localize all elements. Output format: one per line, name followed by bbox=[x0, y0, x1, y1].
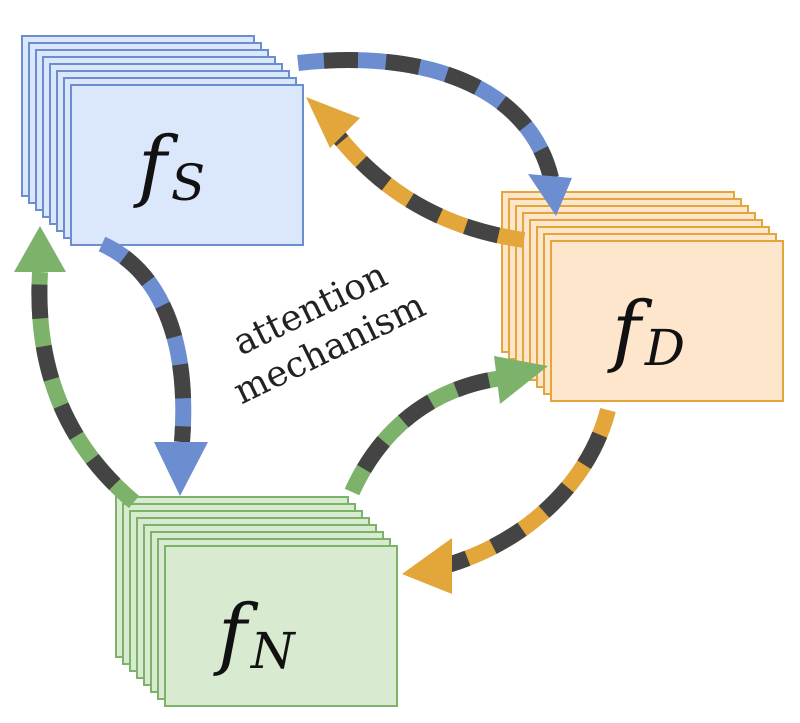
node-s-subscript: S bbox=[171, 154, 205, 212]
arrow-n-to-s-dashes bbox=[31, 271, 140, 509]
node-s-layer bbox=[70, 84, 304, 246]
arrow-d-to-n-head bbox=[402, 538, 452, 594]
arrow-d-to-s-dashes bbox=[328, 127, 526, 248]
arrow-n-to-s bbox=[14, 226, 140, 509]
node-n-subscript: N bbox=[250, 622, 297, 680]
node-stack-n bbox=[115, 496, 398, 707]
arrow-n-to-d-head bbox=[494, 356, 548, 404]
node-label-d: fD bbox=[607, 286, 685, 377]
node-n-layer bbox=[164, 545, 398, 707]
arrow-d-to-n-line bbox=[445, 407, 616, 573]
arrow-d-to-s-head bbox=[306, 97, 360, 148]
arrow-s-to-d-head bbox=[528, 174, 572, 216]
arrow-s-to-d-dashes bbox=[297, 52, 559, 180]
arrow-s-to-n-dashes bbox=[98, 236, 192, 443]
arrow-d-to-s bbox=[306, 97, 526, 248]
arrows bbox=[14, 52, 616, 594]
arrow-n-to-d bbox=[344, 356, 548, 496]
arrow-s-to-d bbox=[297, 52, 572, 216]
arrow-s-to-n bbox=[98, 236, 208, 496]
arrow-d-to-n-dashes bbox=[445, 407, 616, 573]
node-d-layer bbox=[550, 240, 784, 402]
node-stack-s bbox=[21, 35, 304, 246]
arrow-n-to-s-line bbox=[31, 271, 140, 509]
arrow-d-to-s-line bbox=[328, 127, 526, 248]
arrow-s-to-n-head bbox=[154, 442, 208, 496]
arrow-n-to-d-dashes bbox=[344, 370, 504, 496]
attention-mechanism-label: attention mechanism bbox=[227, 255, 432, 413]
node-d-subscript: D bbox=[644, 319, 685, 377]
arrow-n-to-s-head bbox=[14, 226, 66, 272]
arrow-d-to-n bbox=[402, 407, 616, 594]
node-stack-d bbox=[501, 191, 784, 402]
